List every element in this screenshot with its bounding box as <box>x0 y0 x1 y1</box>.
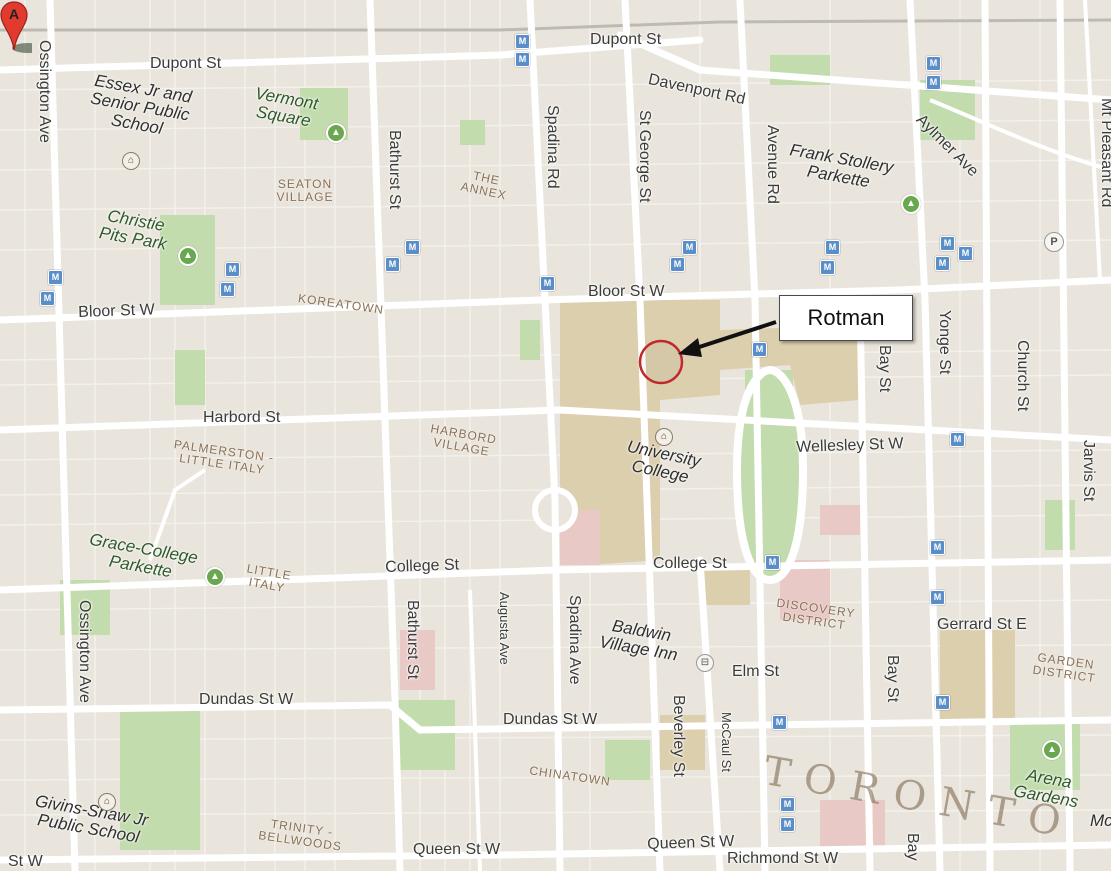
street-label-bay-st-top: Bay St <box>876 345 893 393</box>
street-label-ossington-ave-top: Ossington Ave <box>36 40 53 143</box>
metro-station-icon: M <box>780 817 795 832</box>
street-label-beverley-st: Beverley St <box>670 695 687 777</box>
metro-station-icon: M <box>950 432 965 447</box>
metro-station-icon: M <box>935 256 950 271</box>
marker-pin-shape <box>0 1 28 51</box>
street-label-yonge-st: Yonge St <box>936 310 953 375</box>
metro-station-icon: M <box>48 270 63 285</box>
school-icon: ⌂ <box>98 793 116 811</box>
street-label-jarvis-st: Jarvis St <box>1080 440 1097 502</box>
street-label-st-george-st: St George St <box>636 110 653 203</box>
metro-station-icon: M <box>820 260 835 275</box>
metro-station-icon: M <box>682 240 697 255</box>
street-label-ossington-ave-bottom: Ossington Ave <box>76 600 93 703</box>
park-tree-icon: ▲ <box>326 123 346 143</box>
metro-station-icon: M <box>225 262 240 277</box>
location-marker-a[interactable]: A <box>0 0 32 54</box>
metro-station-icon: M <box>515 34 530 49</box>
metro-station-icon: M <box>825 240 840 255</box>
metro-station-icon: M <box>772 715 787 730</box>
street-label-bathurst-st-bottom: Bathurst St <box>404 600 421 680</box>
metro-station-icon: M <box>780 797 795 812</box>
metro-station-icon: M <box>40 291 55 306</box>
metro-station-icon: M <box>930 540 945 555</box>
metro-station-icon: M <box>958 246 973 261</box>
street-label-college-st-right: College St <box>653 555 727 572</box>
street-label-mt-pleasant-rd: Mt Pleasant Rd <box>1098 98 1111 208</box>
metro-station-icon: M <box>940 236 955 251</box>
park-tree-icon: ▲ <box>178 246 198 266</box>
metro-station-icon: M <box>752 342 767 357</box>
metro-station-icon: M <box>405 240 420 255</box>
street-label-spadina-ave: Spadina Ave <box>566 595 583 685</box>
street-label-mccaul-st: McCaul St <box>719 712 734 772</box>
street-label-elm-st: Elm St <box>732 663 780 680</box>
park-tree-icon: ▲ <box>1042 740 1062 760</box>
street-label-st-w-edge: St W <box>8 853 43 870</box>
street-label-bathurst-st-top: Bathurst St <box>386 130 403 210</box>
street-label-augusta-ave: Augusta Ave <box>497 592 512 665</box>
metro-station-icon: M <box>926 56 941 71</box>
street-label-queen-st-w-left: Queen St W <box>413 841 501 858</box>
metro-station-icon: M <box>670 257 685 272</box>
street-label-bloor-st-w-left: Bloor St W <box>77 301 155 321</box>
rotman-circle-highlight <box>638 339 684 385</box>
school-icon: ⌂ <box>655 428 673 446</box>
street-label-gerrard-st-e: Gerrard St E <box>937 616 1027 633</box>
metro-station-icon: M <box>935 695 950 710</box>
parking-icon: P <box>1044 232 1064 252</box>
street-label-harbord-st: Harbord St <box>203 409 281 426</box>
rotman-arrow-line <box>689 320 777 352</box>
metro-station-icon: M <box>930 590 945 605</box>
neighbourhood-seaton-village: SEATON VILLAGE <box>276 177 334 205</box>
street-label-richmond-st-w: Richmond St W <box>727 850 839 867</box>
street-label-queen-st-w-right: Queen St W <box>646 832 735 853</box>
street-label-dundas-st-w-right: Dundas St W <box>503 711 598 728</box>
street-label-spadina-rd: Spadina Rd <box>544 105 561 189</box>
rotman-callout-box: Rotman <box>779 295 913 341</box>
street-label-bay-st-middle: Bay St <box>884 655 901 703</box>
metro-station-icon: M <box>540 276 555 291</box>
street-label-dupont-st-left: Dupont St <box>150 55 222 72</box>
street-label-bloor-st-w-right: Bloor St W <box>588 283 665 300</box>
park-tree-icon: ▲ <box>205 567 225 587</box>
hotel-bed-icon: ⊟ <box>696 654 714 672</box>
metro-station-icon: M <box>926 75 941 90</box>
metro-station-icon: M <box>765 555 780 570</box>
street-label-bay-st-bottom: Bay <box>904 833 921 861</box>
marker-letter: A <box>9 6 19 22</box>
rotman-arrowhead <box>678 338 702 357</box>
school-icon: ⌂ <box>122 152 140 170</box>
street-label-dundas-st-w-left: Dundas St W <box>199 691 294 708</box>
poi-mc-edge[interactable]: Mc <box>1090 811 1111 830</box>
street-label-college-st-left: College St <box>384 556 460 576</box>
street-label-dupont-st-right: Dupont St <box>590 31 662 48</box>
metro-station-icon: M <box>515 52 530 67</box>
street-label-church-st: Church St <box>1014 340 1031 412</box>
metro-station-icon: M <box>220 282 235 297</box>
metro-station-icon: M <box>385 257 400 272</box>
park-tree-icon: ▲ <box>901 194 921 214</box>
